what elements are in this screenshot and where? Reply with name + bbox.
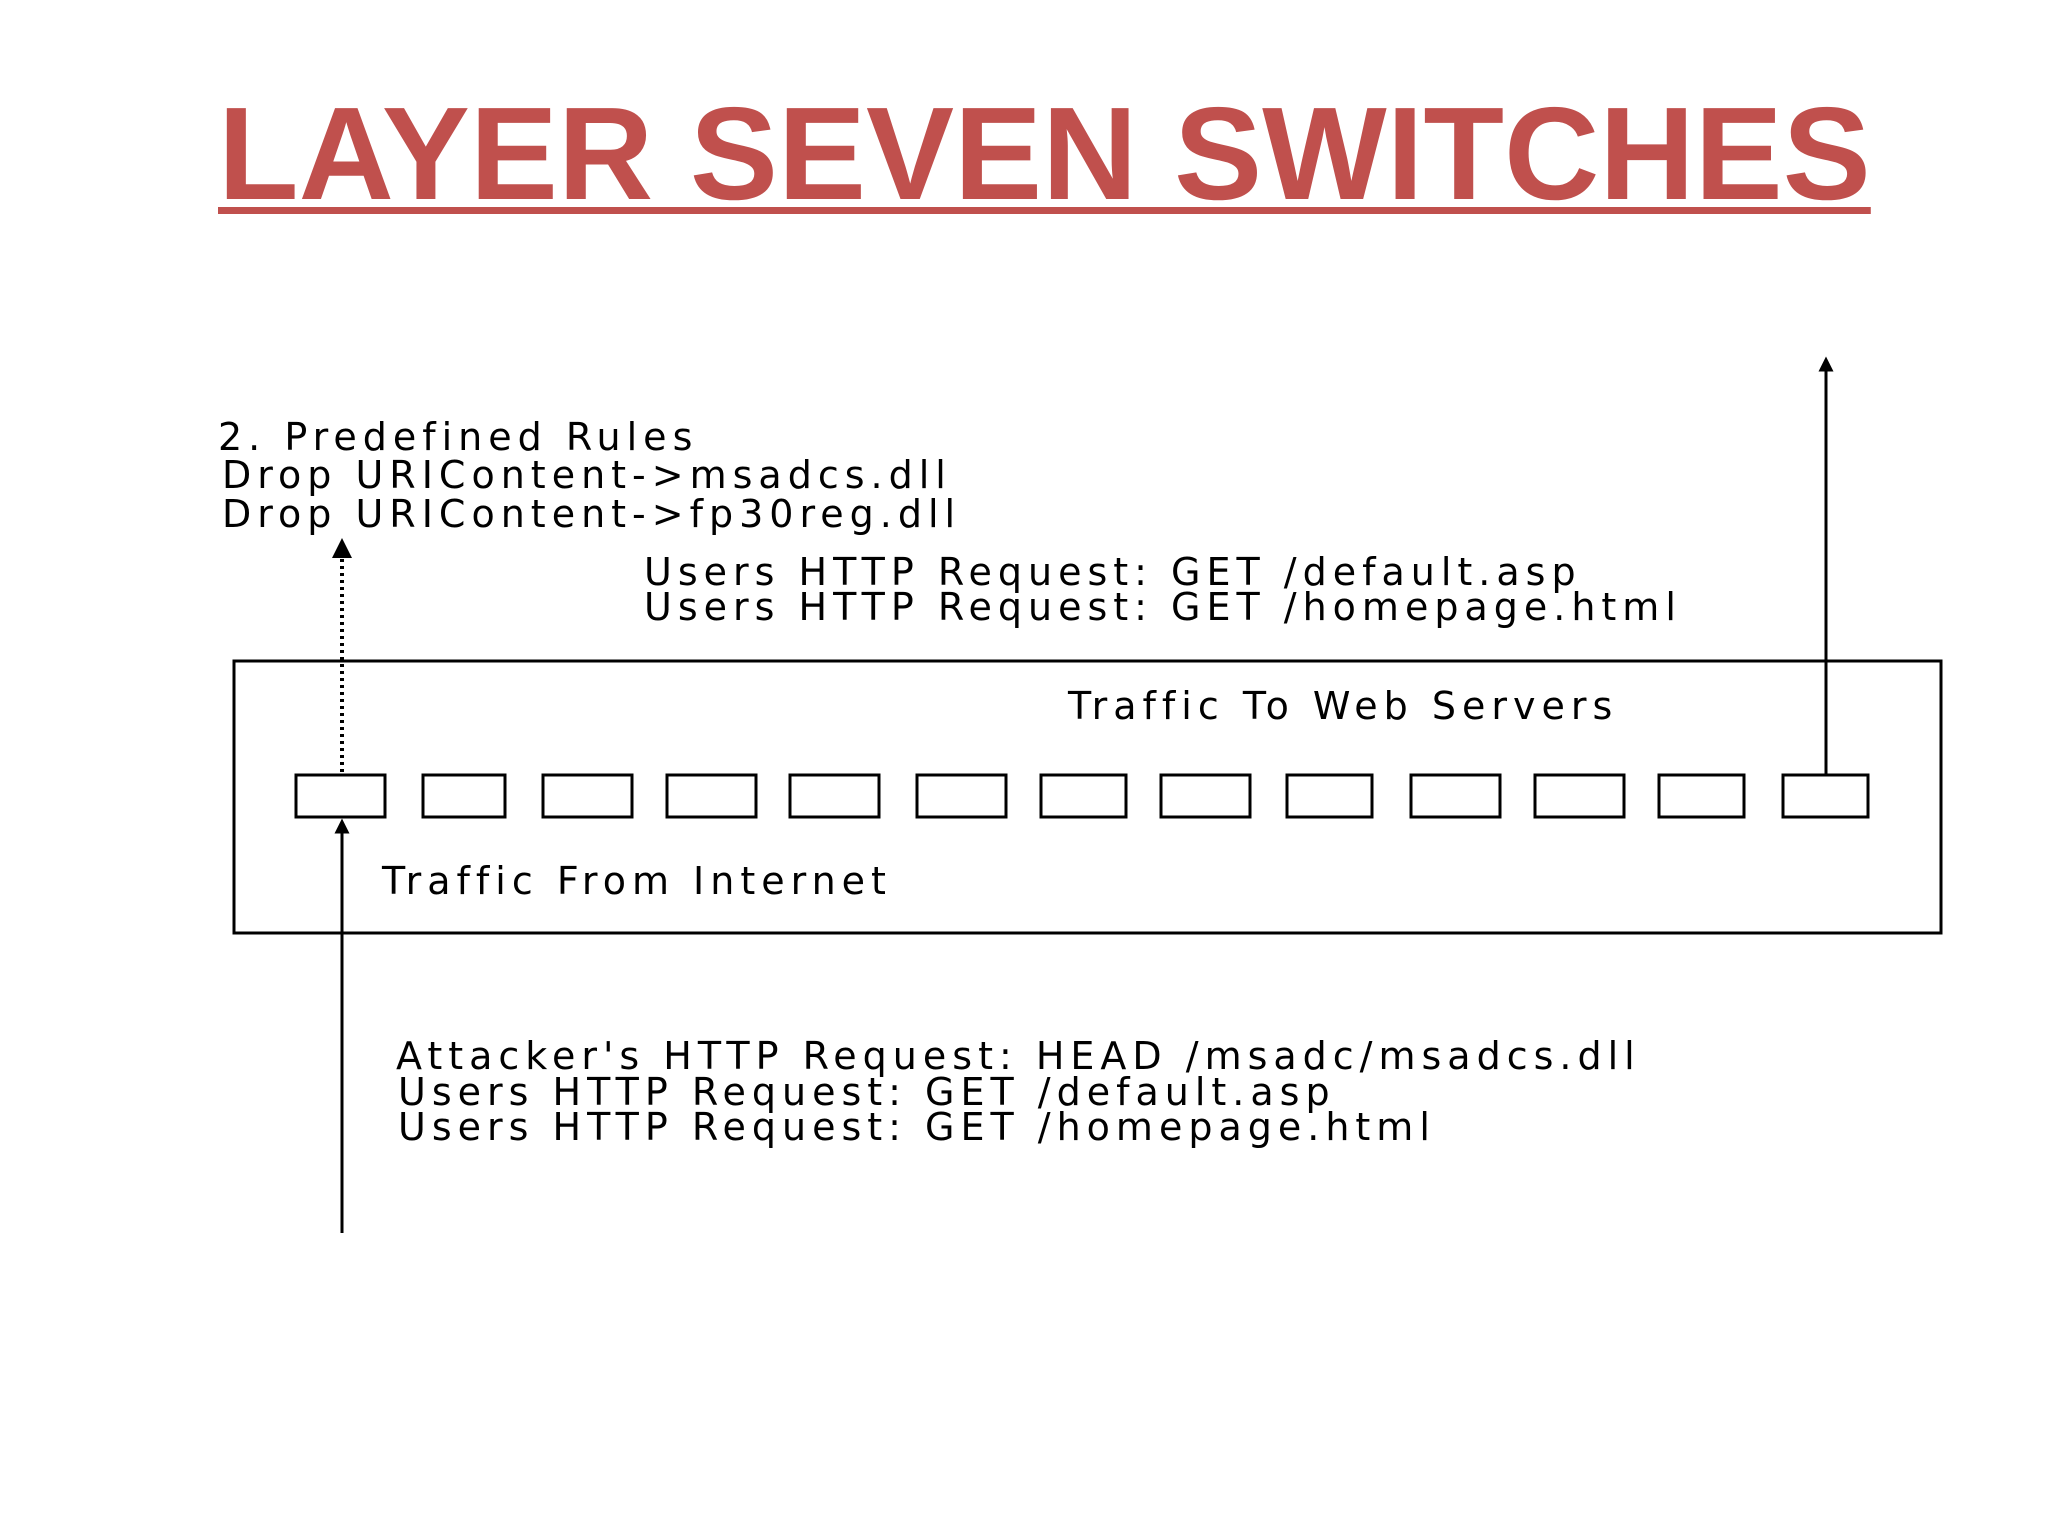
switch-label-top: Traffic To Web Servers	[1067, 684, 1618, 728]
port	[1159, 773, 1252, 819]
rules-heading: 2. Predefined Rules	[218, 415, 698, 459]
port	[1039, 773, 1128, 819]
outbound-request: Users HTTP Request: GET /default.asp	[644, 550, 1582, 594]
inbound-request: Users HTTP Request: GET /default.asp	[398, 1070, 1336, 1114]
switch-ports	[294, 773, 1870, 819]
rule-line: Drop URIContent->fp30reg.dll	[222, 492, 961, 536]
port	[915, 773, 1008, 819]
port	[788, 773, 881, 819]
inbound-request-attacker: Attacker's HTTP Request: HEAD /msadc/msa…	[396, 1034, 1641, 1078]
port	[665, 773, 758, 819]
port	[541, 773, 634, 819]
port-inbound	[294, 773, 387, 819]
port	[1285, 773, 1374, 819]
port	[1657, 773, 1746, 819]
switch-label-bottom: Traffic From Internet	[381, 859, 892, 903]
switch-box	[232, 659, 1943, 935]
port	[421, 773, 507, 819]
port-outbound	[1781, 773, 1870, 819]
outbound-request: Users HTTP Request: GET /homepage.html	[644, 585, 1682, 629]
inbound-request: Users HTTP Request: GET /homepage.html	[398, 1105, 1436, 1149]
port	[1533, 773, 1626, 819]
port	[1409, 773, 1502, 819]
slide-title: LAYER SEVEN SWITCHES	[218, 80, 1871, 227]
rule-line: Drop URIContent->msadcs.dll	[222, 453, 952, 497]
